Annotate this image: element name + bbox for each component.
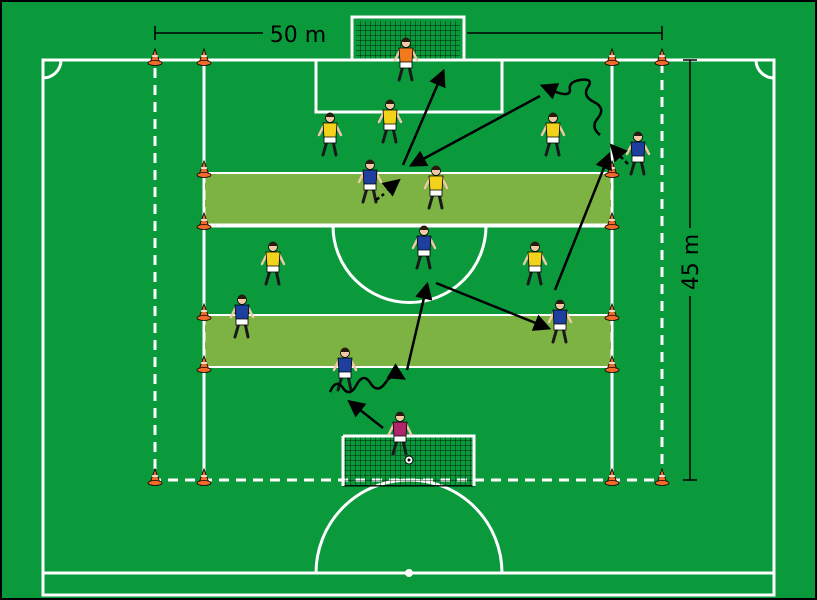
blue-team-player bbox=[357, 159, 383, 204]
players bbox=[229, 37, 651, 465]
blue-team-player bbox=[625, 131, 651, 176]
cone bbox=[604, 47, 620, 66]
yellow-team-player bbox=[260, 241, 286, 286]
width-dimension bbox=[154, 26, 663, 40]
cones bbox=[147, 47, 670, 486]
pass-arrows bbox=[328, 68, 629, 429]
cone bbox=[196, 467, 212, 486]
width-label: 50 m bbox=[270, 23, 326, 48]
cone bbox=[196, 302, 212, 321]
cone bbox=[147, 47, 163, 66]
length-dimension bbox=[683, 59, 697, 481]
dribble-arrow-top-right bbox=[539, 78, 603, 136]
cone bbox=[196, 47, 212, 66]
blue-team-player bbox=[411, 225, 437, 270]
dribble-arrow-bottom bbox=[328, 363, 407, 394]
cone bbox=[654, 47, 670, 66]
center-spot bbox=[405, 569, 413, 577]
pass-arrow-right-up bbox=[553, 151, 612, 291]
cone bbox=[604, 354, 620, 373]
short-run-top-right-arrow bbox=[609, 143, 628, 163]
zone-lower bbox=[203, 314, 613, 368]
cone bbox=[196, 354, 212, 373]
pass-arrow-keeper-to-dribbler bbox=[347, 399, 384, 429]
cone bbox=[604, 467, 620, 486]
length-label: 45 m bbox=[679, 234, 704, 290]
yellow-team-player bbox=[522, 241, 548, 286]
blue-team-player bbox=[229, 294, 255, 339]
blue-team-player bbox=[332, 347, 358, 392]
yellow-team-player bbox=[423, 165, 449, 210]
pass-arrow-shot bbox=[401, 68, 446, 166]
yellow-team-player bbox=[317, 112, 343, 157]
short-run-top-left-arrow bbox=[381, 178, 401, 197]
cone bbox=[654, 467, 670, 486]
cone bbox=[196, 159, 212, 178]
zone-upper bbox=[203, 172, 613, 226]
pass-arrow-to-right bbox=[435, 281, 552, 331]
keeper-bottom-player bbox=[387, 411, 413, 456]
cone bbox=[604, 302, 620, 321]
pass-arrow-up-center bbox=[405, 281, 433, 371]
yellow-team-player bbox=[540, 112, 566, 157]
cone bbox=[604, 211, 620, 230]
cone bbox=[196, 211, 212, 230]
cone bbox=[604, 159, 620, 178]
cone bbox=[147, 467, 163, 486]
pass-arrow-cross bbox=[408, 94, 541, 167]
yellow-team-player bbox=[377, 99, 403, 144]
ball bbox=[404, 455, 414, 465]
keeper-top-player bbox=[393, 37, 419, 82]
